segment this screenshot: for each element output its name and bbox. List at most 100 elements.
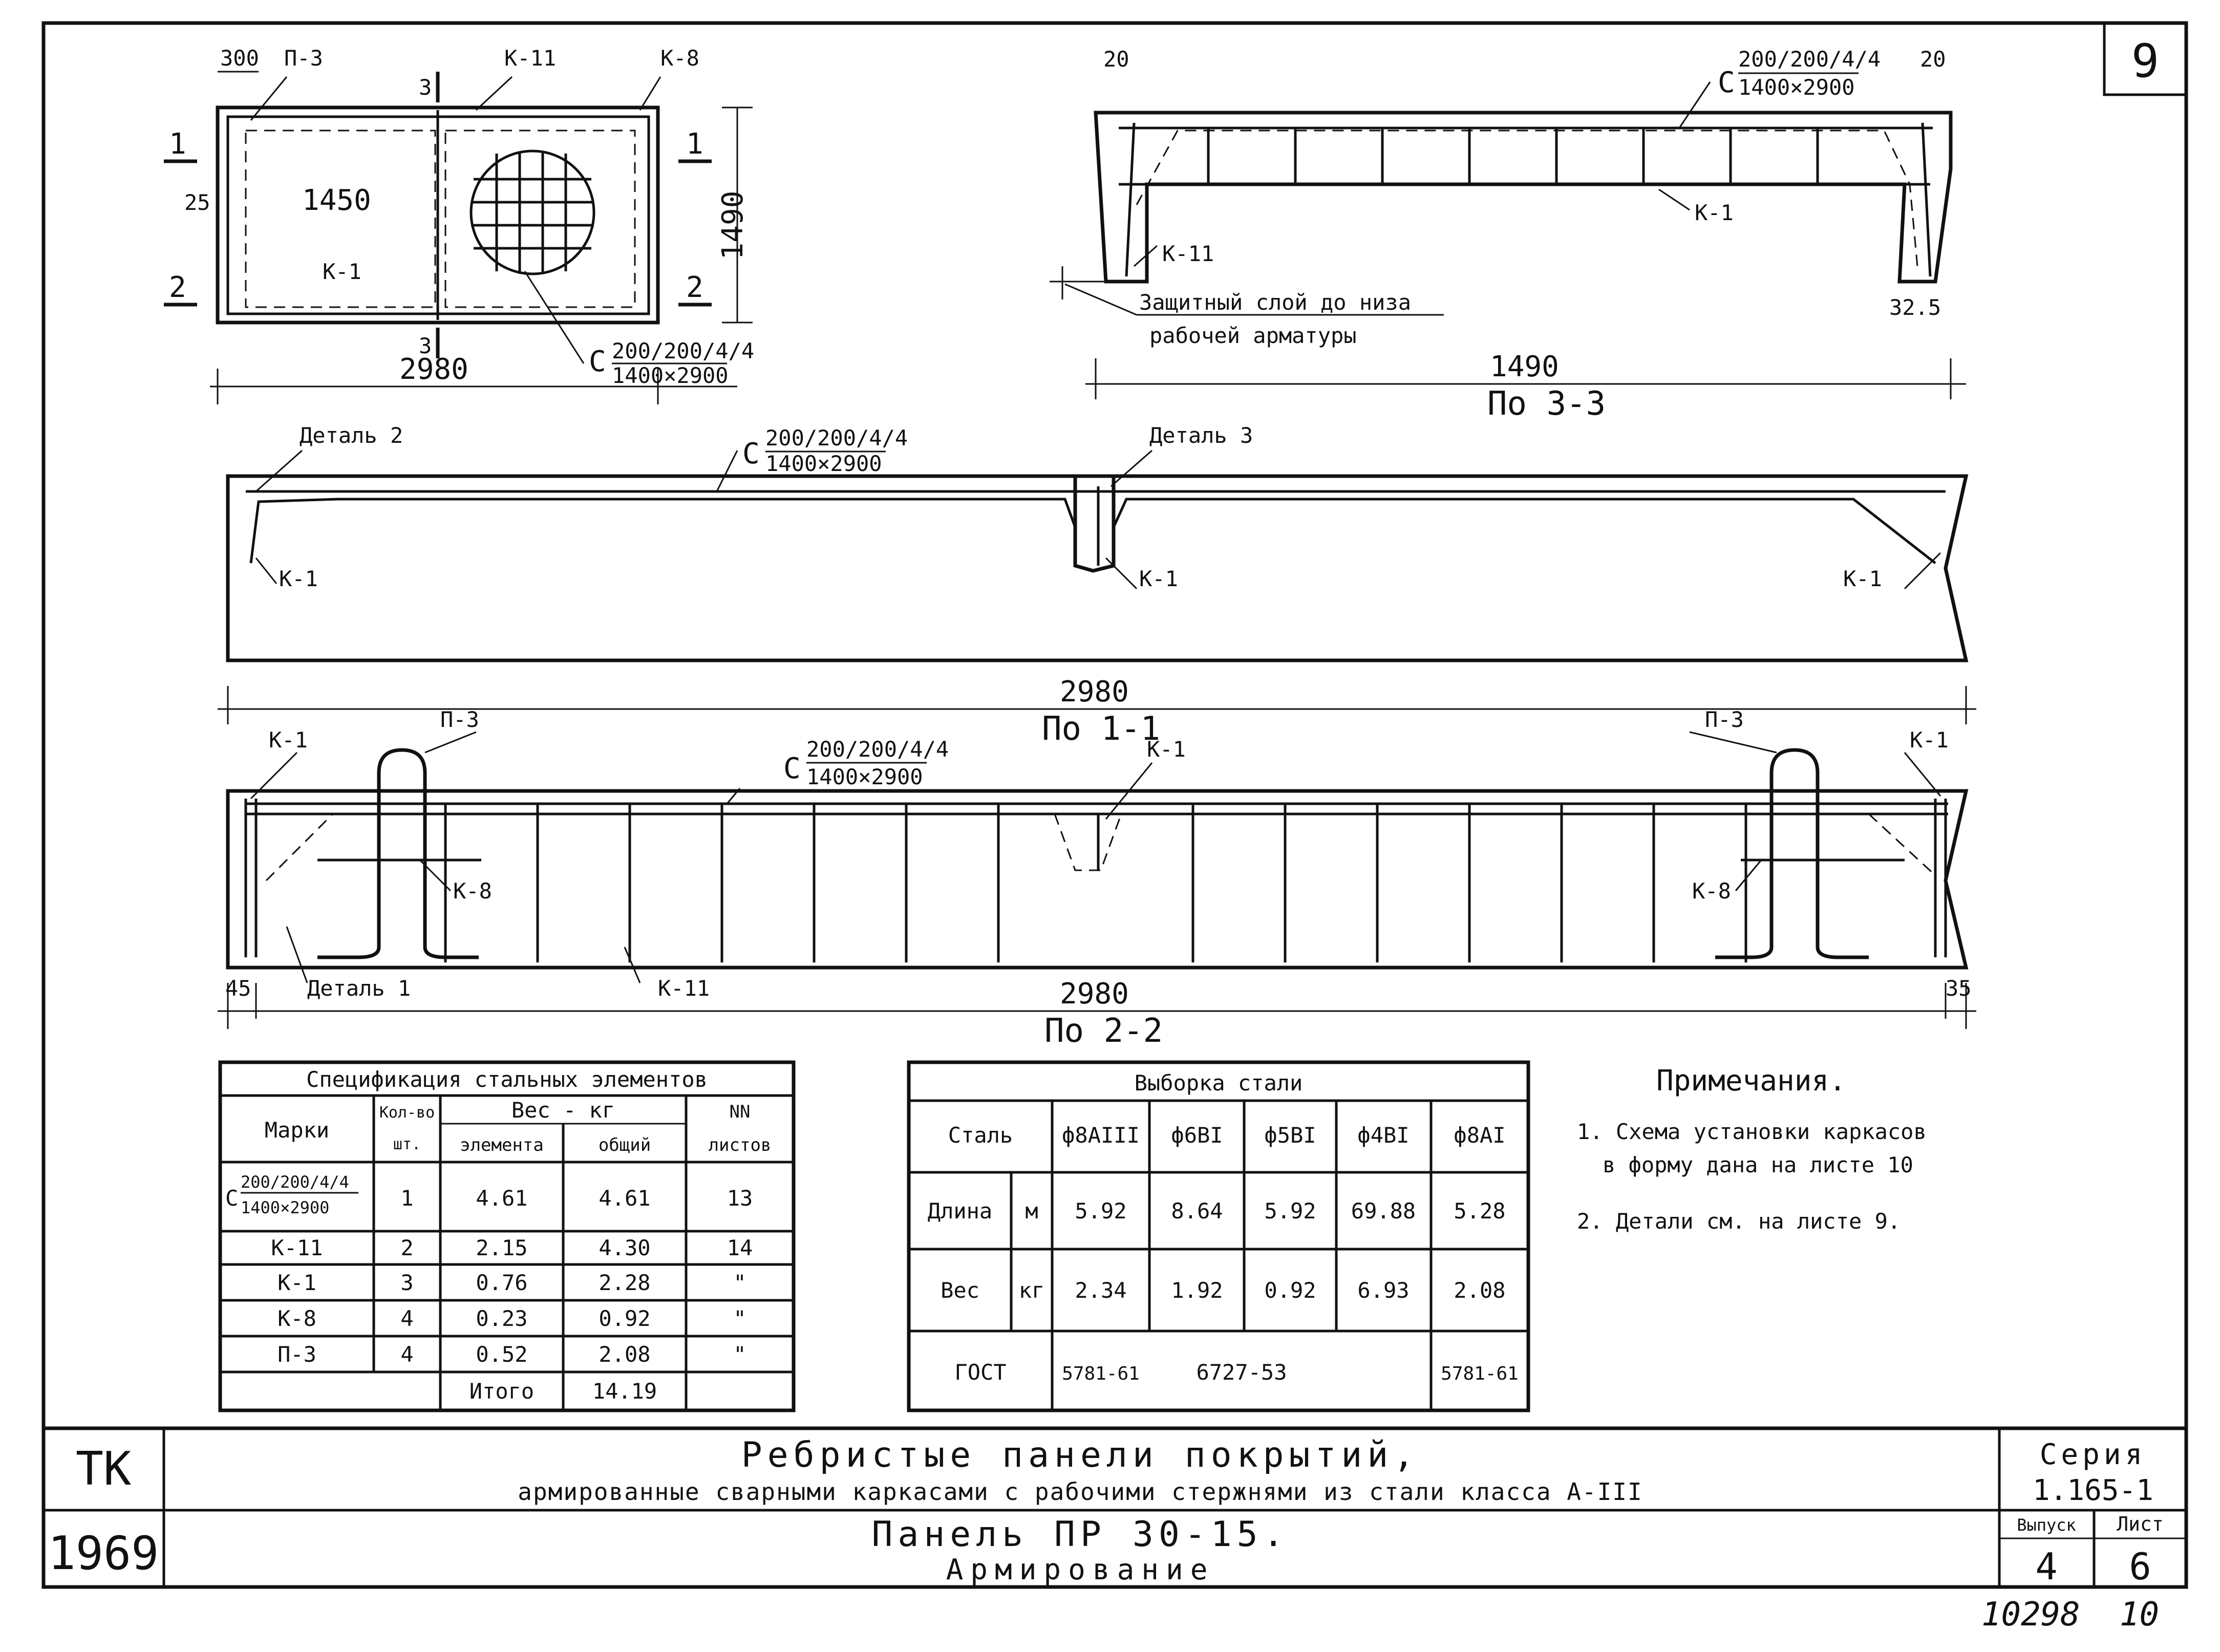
spec-h-qty-2: шт. bbox=[393, 1135, 421, 1153]
steel-gost-2: 6727-53 bbox=[1196, 1360, 1287, 1385]
spec-h-qty-1: Кол-во bbox=[379, 1104, 435, 1122]
steel-col-1: ф6ВI bbox=[1171, 1123, 1223, 1148]
plan-mesh-den: 1400×2900 bbox=[612, 363, 729, 388]
plan-mesh-c: С bbox=[589, 345, 606, 378]
s22-mesh-num: 200/200/4/4 bbox=[806, 737, 949, 762]
plan-label-p3: П-3 bbox=[284, 46, 323, 71]
spec-h-sheets-1: NN bbox=[730, 1102, 751, 1122]
spec-h-total: общий bbox=[599, 1135, 651, 1155]
plan-dim-25: 25 bbox=[184, 190, 210, 215]
s22-dim-45: 45 bbox=[225, 976, 251, 1001]
mesh-circle bbox=[469, 149, 595, 275]
steel-gost-label: ГОСТ bbox=[954, 1360, 1006, 1385]
steel-gost-1: 5781-61 bbox=[1062, 1363, 1140, 1384]
spec-row0-mark-c: С bbox=[225, 1186, 238, 1211]
steel-weight-unit: кг bbox=[1019, 1278, 1045, 1303]
s11-mesh-c: С bbox=[742, 437, 760, 470]
plan-section-3-bottom: 3 bbox=[419, 333, 432, 358]
spec-row0-total: 4.61 bbox=[599, 1186, 650, 1211]
s22-p3-right: П-3 bbox=[1705, 707, 1744, 732]
section-3-3: 20 20 С 200/200/4/4 1400×2900 К-1 К-11 З… bbox=[1050, 47, 1966, 423]
titleblock: ТК 1969 Ребристые панели покрытий, армир… bbox=[48, 1435, 2164, 1588]
spec-row2-total: 2.28 bbox=[599, 1270, 650, 1295]
steel-weight-3: 6.93 bbox=[1357, 1278, 1409, 1303]
s11-detail2: Деталь 2 bbox=[300, 423, 403, 448]
tb-title-line1: Ребристые панели покрытий, bbox=[741, 1435, 1419, 1475]
s22-p3-left: П-3 bbox=[440, 707, 479, 732]
tb-sheet-value: 6 bbox=[2129, 1545, 2151, 1588]
spec-row2-elem: 0.76 bbox=[476, 1270, 527, 1295]
s22-dim-2980: 2980 bbox=[1060, 977, 1129, 1011]
spec-row1-qty: 2 bbox=[400, 1235, 413, 1260]
plan-section-3-top: 3 bbox=[419, 75, 432, 100]
steel-length-1: 8.64 bbox=[1171, 1198, 1223, 1224]
plan-section-2-right: 2 bbox=[686, 271, 703, 304]
s33-mesh-den: 1400×2900 bbox=[1738, 75, 1855, 100]
steel-col-2: ф5ВI bbox=[1264, 1123, 1316, 1148]
spec-row4-total: 2.08 bbox=[599, 1342, 650, 1367]
plan-label-k11: К-11 bbox=[504, 46, 556, 71]
s22-k1-left: К-1 bbox=[269, 727, 308, 753]
s11-k1-right: К-1 bbox=[1843, 566, 1882, 591]
steel-title: Выборка стали bbox=[1135, 1070, 1303, 1096]
spec-row3-qty: 4 bbox=[400, 1306, 413, 1331]
steel-col-4: ф8АI bbox=[1454, 1123, 1505, 1148]
plan-dim-300: 300 bbox=[220, 46, 259, 71]
lifting-loop-right bbox=[1769, 748, 1869, 959]
note-1-line1: 1. Схема установки каркасов bbox=[1577, 1119, 1927, 1144]
s11-mesh-num: 200/200/4/4 bbox=[765, 425, 908, 450]
steel-weight-label: Вес bbox=[941, 1278, 979, 1303]
spec-total-value: 14.19 bbox=[592, 1379, 657, 1404]
tb-subtitle-line1: Панель ПР 30-15. bbox=[871, 1514, 1289, 1555]
plan-view: 300 П-3 К-11 К-8 1 1 2 2 3 3 25 1450 149… bbox=[164, 46, 754, 404]
s22-k8-left: К-8 bbox=[453, 878, 492, 904]
spec-h-sheets-2: листов bbox=[709, 1135, 772, 1155]
note-2: 2. Детали см. на листе 9. bbox=[1577, 1209, 1901, 1234]
spec-row4-mark: П-3 bbox=[278, 1342, 316, 1367]
steel-table: Выборка стали Сталь ф8АIII ф6ВI ф5ВI ф4В… bbox=[907, 1060, 1530, 1412]
s22-mesh-den: 1400×2900 bbox=[806, 764, 923, 789]
plan-section-1-left: 1 bbox=[169, 127, 186, 161]
steel-weight-4: 2.08 bbox=[1454, 1278, 1505, 1303]
tb-series-value: 1.165-1 bbox=[2033, 1474, 2153, 1507]
plan-dim-2980: 2980 bbox=[399, 353, 468, 386]
s11-dim-2980: 2980 bbox=[1060, 675, 1129, 709]
plan-label-k8: К-8 bbox=[660, 46, 699, 71]
steel-length-label: Длина bbox=[928, 1198, 992, 1224]
sheet-number-box bbox=[2103, 22, 2188, 96]
plan-section-1-right: 1 bbox=[686, 127, 703, 161]
s22-detail1: Деталь 1 bbox=[307, 976, 411, 1001]
s33-dim-32-5: 32.5 bbox=[1889, 295, 1941, 320]
spec-row1-elem: 2.15 bbox=[476, 1235, 527, 1260]
archive-number: 10298 bbox=[1981, 1596, 2080, 1634]
steel-length-unit: м bbox=[1025, 1198, 1038, 1224]
spec-row2-mark: К-1 bbox=[278, 1270, 316, 1295]
s33-mesh-c: С bbox=[1718, 66, 1735, 99]
tb-org: ТК bbox=[76, 1442, 131, 1496]
spec-row1-sheet: 14 bbox=[727, 1235, 753, 1260]
spec-row4-qty: 4 bbox=[400, 1342, 413, 1367]
steel-gost-3: 5781-61 bbox=[1441, 1363, 1519, 1384]
s33-dim-1490: 1490 bbox=[1490, 350, 1559, 383]
tb-subtitle-line2: Армирование bbox=[946, 1553, 1215, 1586]
mesh-grid bbox=[471, 152, 594, 274]
spec-row0-qty: 1 bbox=[400, 1186, 413, 1211]
spec-row3-elem: 0.23 bbox=[476, 1306, 527, 1331]
s33-cover-line1: Защитный слой до низа bbox=[1139, 290, 1411, 315]
spec-row0-elem: 4.61 bbox=[476, 1186, 527, 1211]
steel-h-steel: Сталь bbox=[948, 1123, 1013, 1148]
steel-weight-1: 1.92 bbox=[1171, 1278, 1223, 1303]
spec-row4-elem: 0.52 bbox=[476, 1342, 527, 1367]
spec-title: Спецификация стальных элементов bbox=[306, 1067, 708, 1092]
tb-title-line2: армированные сварными каркасами с рабочи… bbox=[518, 1478, 1642, 1506]
plan-dim-1490: 1490 bbox=[716, 191, 750, 260]
spec-h-marks: Марки bbox=[265, 1118, 329, 1143]
s11-k1-left: К-1 bbox=[279, 566, 318, 591]
archive-page-number: 10 bbox=[2120, 1596, 2159, 1634]
spec-row3-mark: К-8 bbox=[278, 1306, 316, 1331]
spec-row3-total: 0.92 bbox=[599, 1306, 650, 1331]
tb-issue-label: Выпуск bbox=[2017, 1515, 2076, 1535]
steel-length-0: 5.92 bbox=[1075, 1198, 1126, 1224]
s22-k1-mid: К-1 bbox=[1147, 737, 1186, 762]
